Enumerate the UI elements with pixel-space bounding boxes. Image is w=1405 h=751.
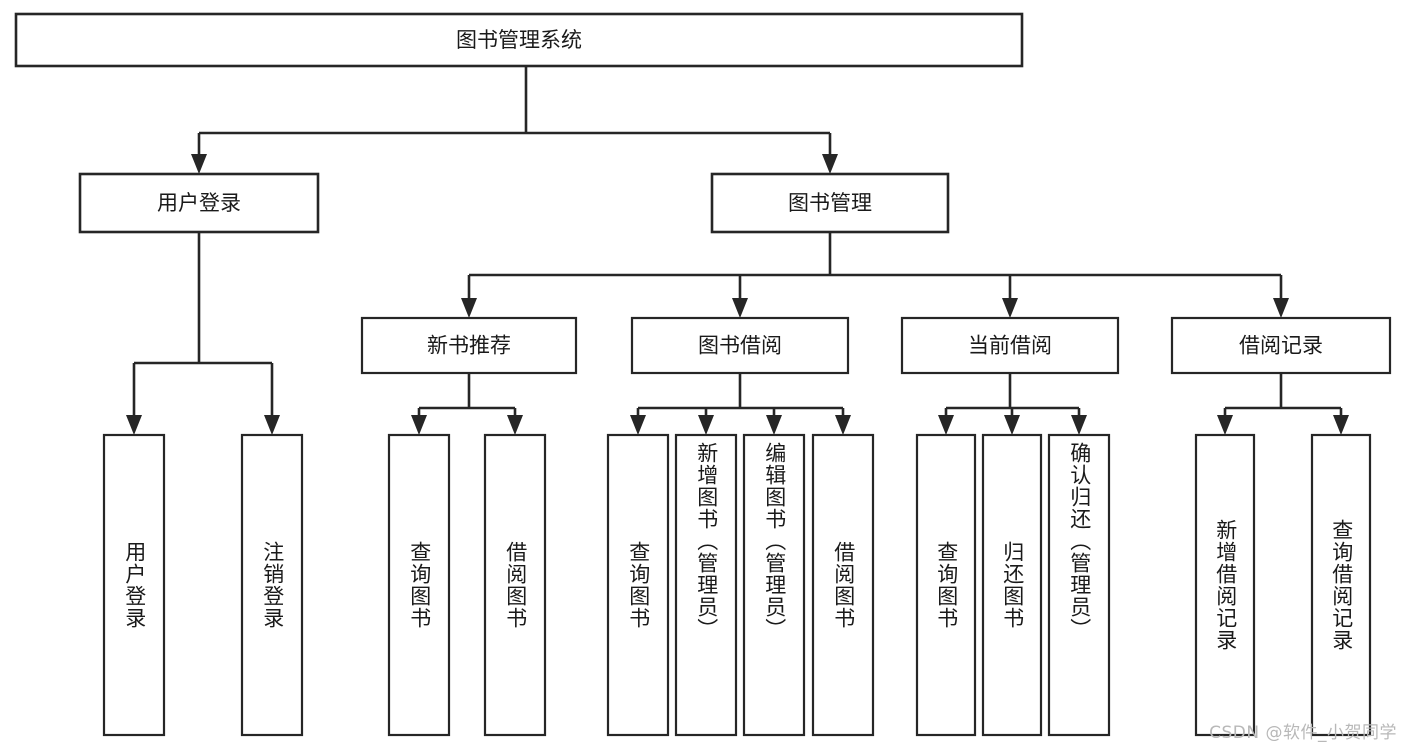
boxes-layer	[14, 12, 1392, 737]
arrow-head-icon-leaf-query-book-recommend	[411, 415, 427, 435]
arrow-head-icon-leaf-query-book-current	[938, 415, 954, 435]
node-label-borrow-record: 借阅记录	[1239, 334, 1323, 358]
node-box-leaf-add-book-admin[interactable]	[674, 433, 738, 737]
node-box-leaf-logout-login[interactable]	[240, 433, 304, 737]
arrow-head-icon-book-manage	[822, 154, 838, 174]
node-label-current-borrow: 当前借阅	[968, 334, 1052, 358]
arrow-head-icon-borrow-record	[1273, 298, 1289, 318]
node-box-borrow-record[interactable]	[1170, 316, 1392, 375]
node-box-book-manage[interactable]	[710, 172, 950, 234]
arrow-head-icon-leaf-add-borrow-record	[1217, 415, 1233, 435]
arrow-head-icon-new-book-recommend	[461, 298, 477, 318]
arrow-head-icon-leaf-borrow-book-recommend	[507, 415, 523, 435]
node-box-leaf-query-book-borrow[interactable]	[606, 433, 670, 737]
node-label-book-manage: 图书管理	[788, 191, 872, 215]
arrow-head-icon-current-borrow	[1002, 298, 1018, 318]
node-box-current-borrow[interactable]	[900, 316, 1120, 375]
node-box-leaf-confirm-return-admin[interactable]	[1047, 433, 1111, 737]
arrow-head-icon-leaf-return-book	[1004, 415, 1020, 435]
arrow-head-icon-leaf-query-book-borrow	[630, 415, 646, 435]
node-box-leaf-user-login[interactable]	[102, 433, 166, 737]
watermark-text: CSDN @软件_小贺同学	[1209, 723, 1397, 743]
arrow-head-icon-leaf-user-login	[126, 415, 142, 435]
node-box-leaf-borrow-book-borrow[interactable]	[811, 433, 875, 737]
node-label-title: 图书管理系统	[456, 28, 582, 52]
node-box-leaf-return-book[interactable]	[981, 433, 1043, 737]
arrow-head-icon-leaf-add-book-admin	[698, 415, 714, 435]
arrow-head-icon-book-borrow	[732, 298, 748, 318]
node-box-book-borrow[interactable]	[630, 316, 850, 375]
node-box-leaf-borrow-book-recommend[interactable]	[483, 433, 547, 737]
node-box-leaf-query-borrow-record[interactable]	[1310, 433, 1372, 737]
node-box-leaf-edit-book-admin[interactable]	[742, 433, 806, 737]
node-box-user-login[interactable]	[78, 172, 320, 234]
node-label-new-book-recommend: 新书推荐	[427, 334, 511, 358]
arrow-head-icon-leaf-borrow-book-borrow	[835, 415, 851, 435]
arrow-head-icon-leaf-logout-login	[264, 415, 280, 435]
node-box-leaf-query-book-recommend[interactable]	[387, 433, 451, 737]
arrow-head-icon-leaf-edit-book-admin	[766, 415, 782, 435]
arrow-head-icon-leaf-query-borrow-record	[1333, 415, 1349, 435]
connectors-layer	[126, 66, 1349, 435]
node-label-user-login: 用户登录	[157, 191, 241, 215]
arrow-head-icon-user-login	[191, 154, 207, 174]
node-box-title[interactable]	[14, 12, 1024, 68]
node-box-leaf-query-book-current[interactable]	[915, 433, 977, 737]
arrow-head-icon-leaf-confirm-return-admin	[1071, 415, 1087, 435]
node-label-book-borrow: 图书借阅	[698, 334, 782, 358]
node-box-leaf-add-borrow-record[interactable]	[1194, 433, 1256, 737]
node-box-new-book-recommend[interactable]	[360, 316, 578, 375]
